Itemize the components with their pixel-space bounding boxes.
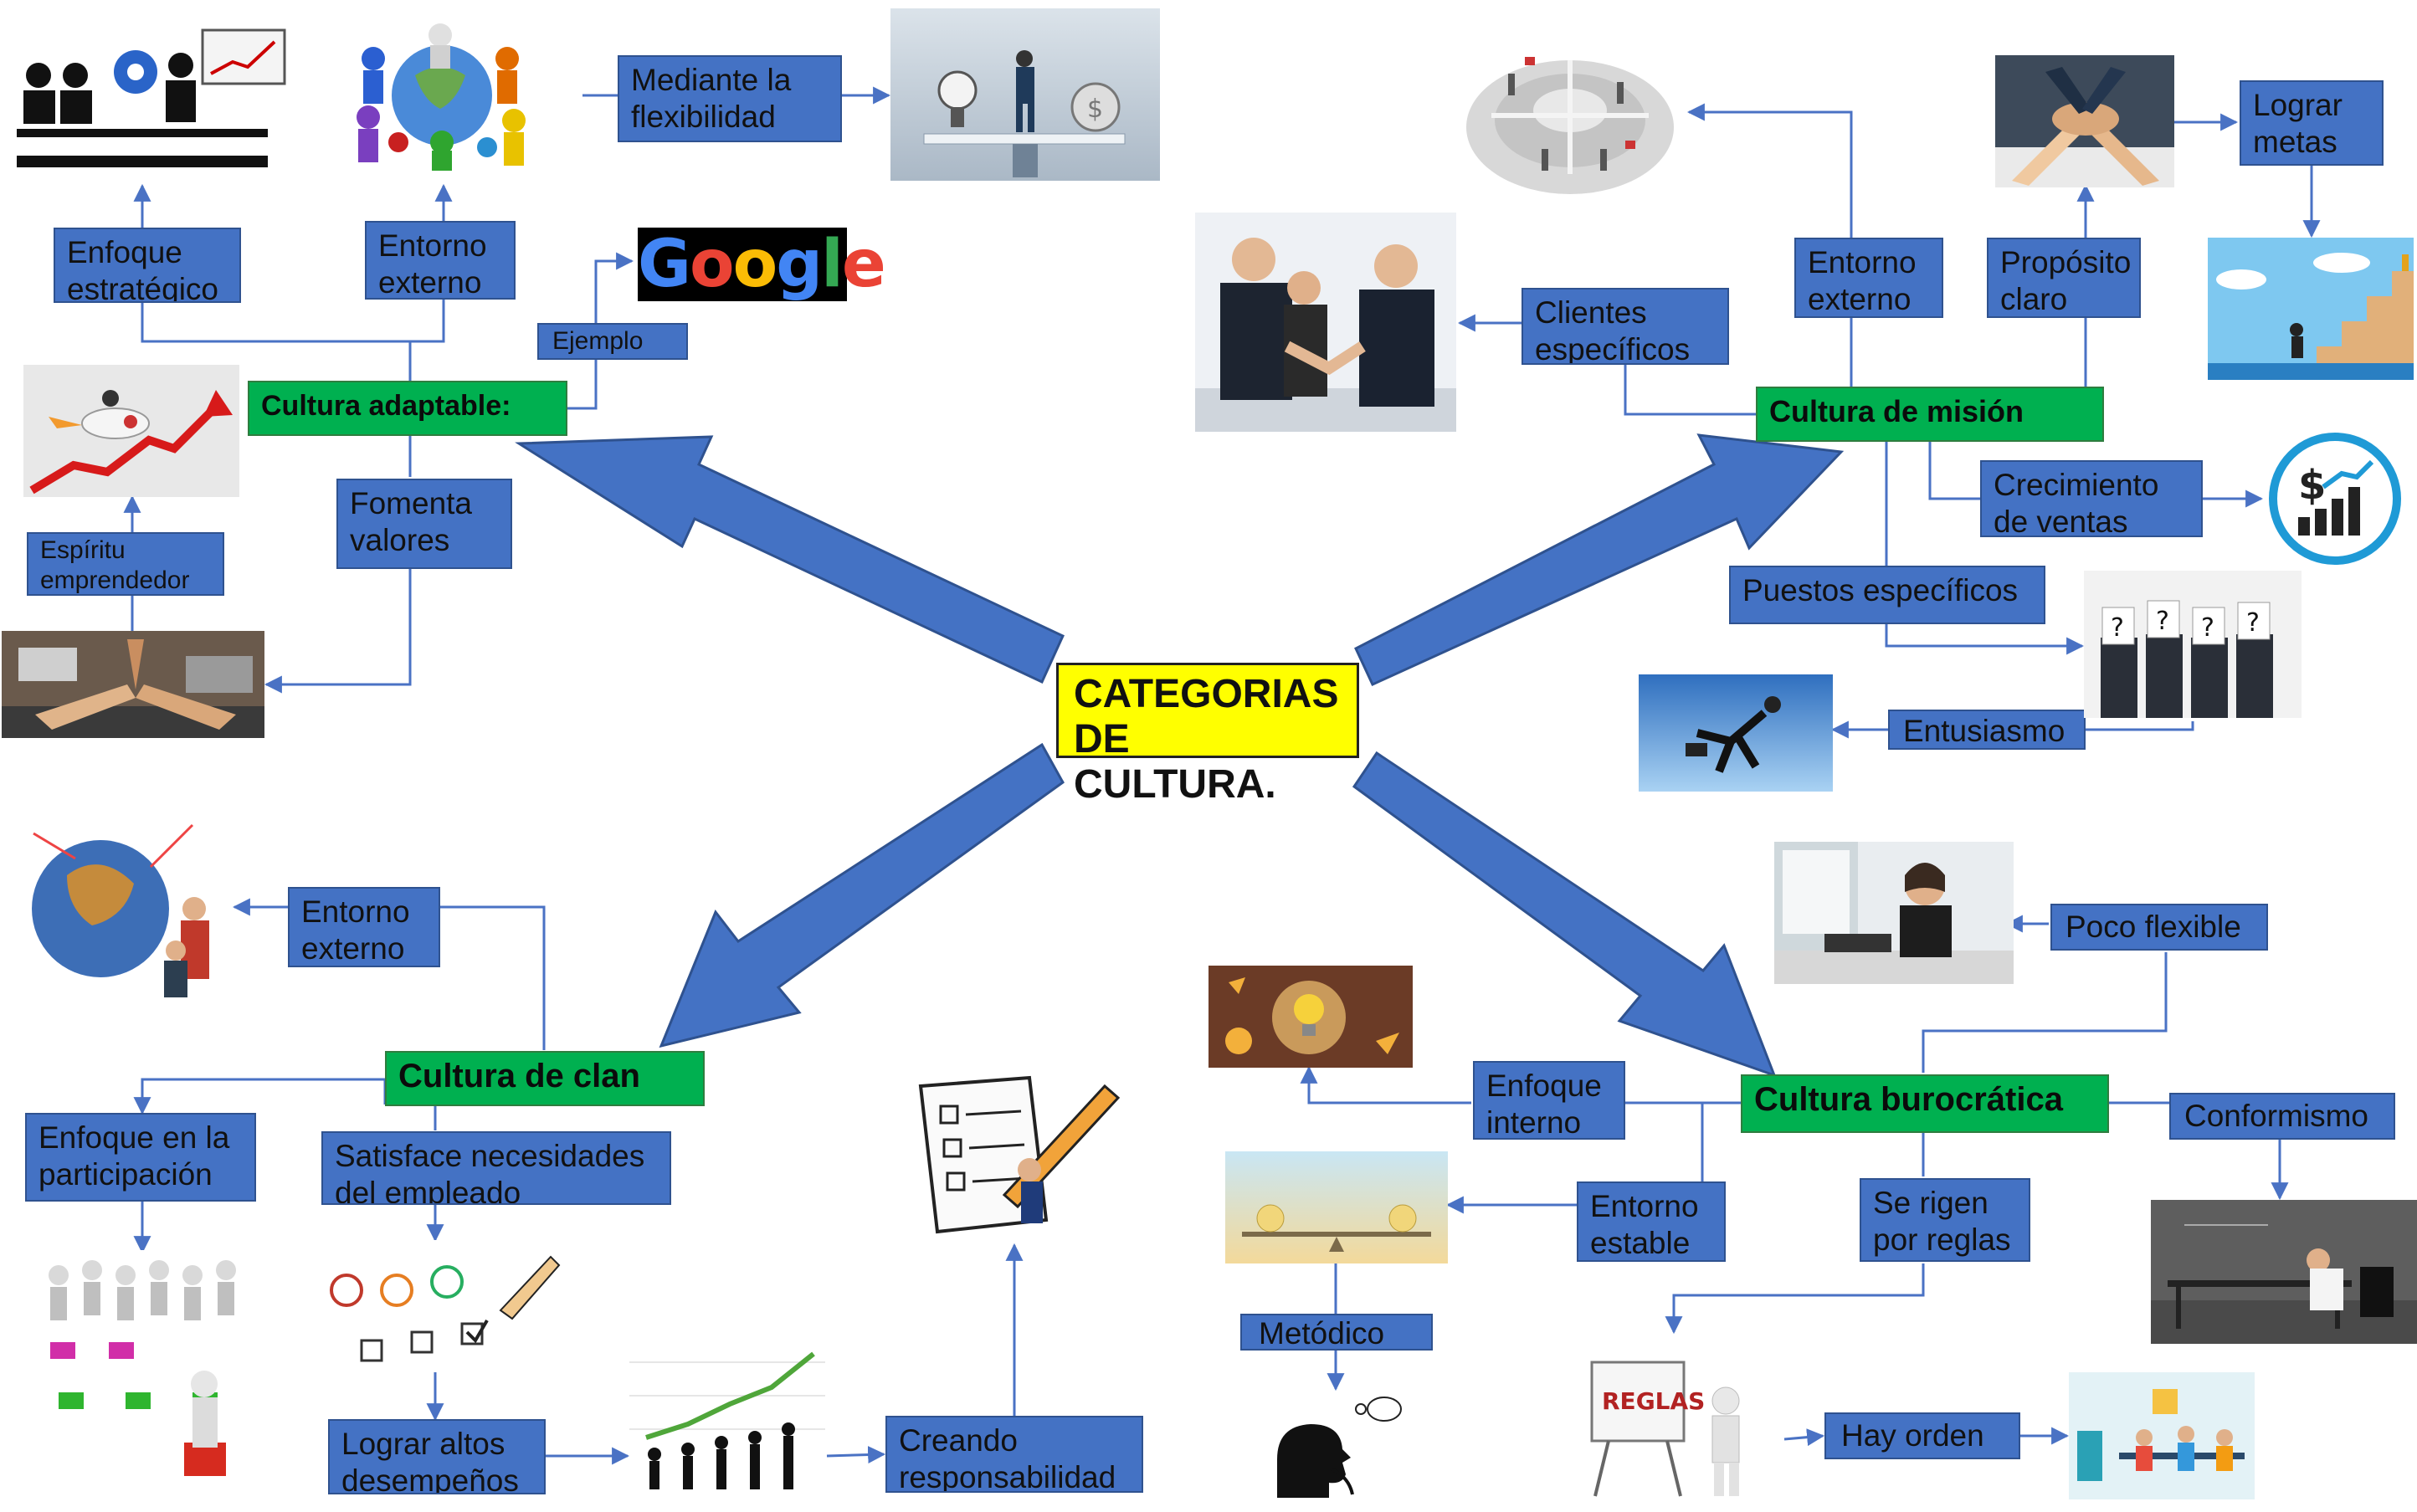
balance-idea-icon: $	[890, 8, 1160, 181]
conformismo-node: Conformismo	[2169, 1093, 2395, 1140]
lograr-desempenos-node: Lograr altos desempeños	[328, 1419, 546, 1494]
watch-woman-icon	[1774, 842, 2014, 984]
office-desks-icon	[2069, 1372, 2255, 1499]
sales-growth-icon: $	[2265, 428, 2405, 571]
ejemplo-node: Ejemplo	[537, 323, 688, 360]
question-people-icon: ????	[2084, 571, 2302, 718]
world-people-icon	[8, 808, 228, 1002]
cultura-mision-node: Cultura de misión	[1756, 387, 2104, 442]
globe-people-icon	[340, 17, 544, 171]
handshake-icon	[1195, 213, 1456, 432]
enfoque-interno-node: Enfoque interno	[1473, 1061, 1625, 1140]
jumping-man-icon	[1639, 674, 1833, 792]
faces-rating-icon	[308, 1240, 561, 1372]
enfoque-participacion-node: Enfoque en la participación	[25, 1113, 256, 1202]
flexibilidad-node: Mediante la flexibilidad	[618, 55, 842, 142]
espiritu-emprendedor-node: Espíritu emprendedor	[27, 532, 224, 596]
reglas-sign-label: REGLAS	[1602, 1387, 1705, 1415]
business-wheel-icon	[1458, 23, 1682, 202]
arrow-to-clan	[659, 742, 1065, 1048]
hay-orden-node: Hay orden	[1824, 1412, 2020, 1459]
arrow-to-burocratica	[1352, 751, 1777, 1078]
entusiasmo-node: Entusiasmo	[1888, 710, 2086, 750]
arrow-to-adaptable	[515, 435, 1065, 684]
entorno-estable-node: Entorno estable	[1577, 1181, 1726, 1262]
enfoque-estrategico-node: Enfoque estratégico	[54, 228, 241, 303]
stairs-goal-icon	[2208, 238, 2414, 380]
climbing-team-icon	[629, 1337, 825, 1491]
svg-text:?: ?	[2246, 608, 2260, 638]
clientes-especificos-node: Clientes específicos	[1522, 288, 1729, 365]
balance-scale-icon	[1225, 1151, 1448, 1263]
tired-worker-icon	[2151, 1200, 2417, 1344]
cultura-adaptable-node: Cultura adaptable:	[248, 381, 567, 436]
crecimiento-ventas-node: Crecimiento de ventas	[1980, 460, 2203, 537]
creando-responsabilidad-node: Creando responsabilidad	[885, 1416, 1143, 1493]
org-chart-icon	[25, 1250, 258, 1489]
rocket-growth-icon	[23, 365, 239, 497]
hands-together-icon	[2, 631, 264, 738]
poco-flexible-node: Poco flexible	[2050, 904, 2268, 951]
thinking-head-icon	[1260, 1392, 1408, 1498]
arrow-to-mision	[1354, 433, 1845, 686]
metodico-node: Metódico	[1240, 1314, 1433, 1351]
svg-text:$: $	[2298, 462, 2326, 509]
center-title: CATEGORIAS DE CULTURA.	[1056, 663, 1359, 807]
entorno-externo-mision-node: Entorno externo	[1794, 238, 1943, 318]
svg-text:?: ?	[2201, 613, 2214, 643]
svg-text:$: $	[1087, 95, 1103, 124]
checklist-icon	[904, 1069, 1123, 1237]
puestos-especificos-node: Puestos específicos	[1729, 566, 2045, 624]
cultura-burocratica-node: Cultura burocrática	[1741, 1074, 2109, 1133]
proposito-claro-node: Propósito claro	[1987, 238, 2141, 318]
google-logo: Google	[638, 227, 886, 302]
cultura-clan-node: Cultura de clan	[385, 1051, 705, 1106]
ideas-icon	[1208, 966, 1413, 1068]
rules-board-icon: REGLAS	[1575, 1354, 1773, 1501]
lograr-metas-node: Lograr metas	[2240, 80, 2384, 166]
stacked-hands-icon	[1995, 55, 2174, 187]
svg-text:?: ?	[2156, 607, 2169, 636]
entorno-externo-adaptable-node: Entorno externo	[365, 221, 516, 300]
se-rigen-reglas-node: Se rigen por reglas	[1860, 1178, 2030, 1262]
team-strategy-icon	[13, 25, 286, 174]
svg-text:?: ?	[2111, 613, 2124, 643]
fomenta-valores-node: Fomenta valores	[336, 479, 512, 569]
satisface-necesidades-node: Satisface necesidades del empleado	[321, 1131, 671, 1205]
entorno-externo-clan-node: Entorno externo	[288, 887, 440, 967]
